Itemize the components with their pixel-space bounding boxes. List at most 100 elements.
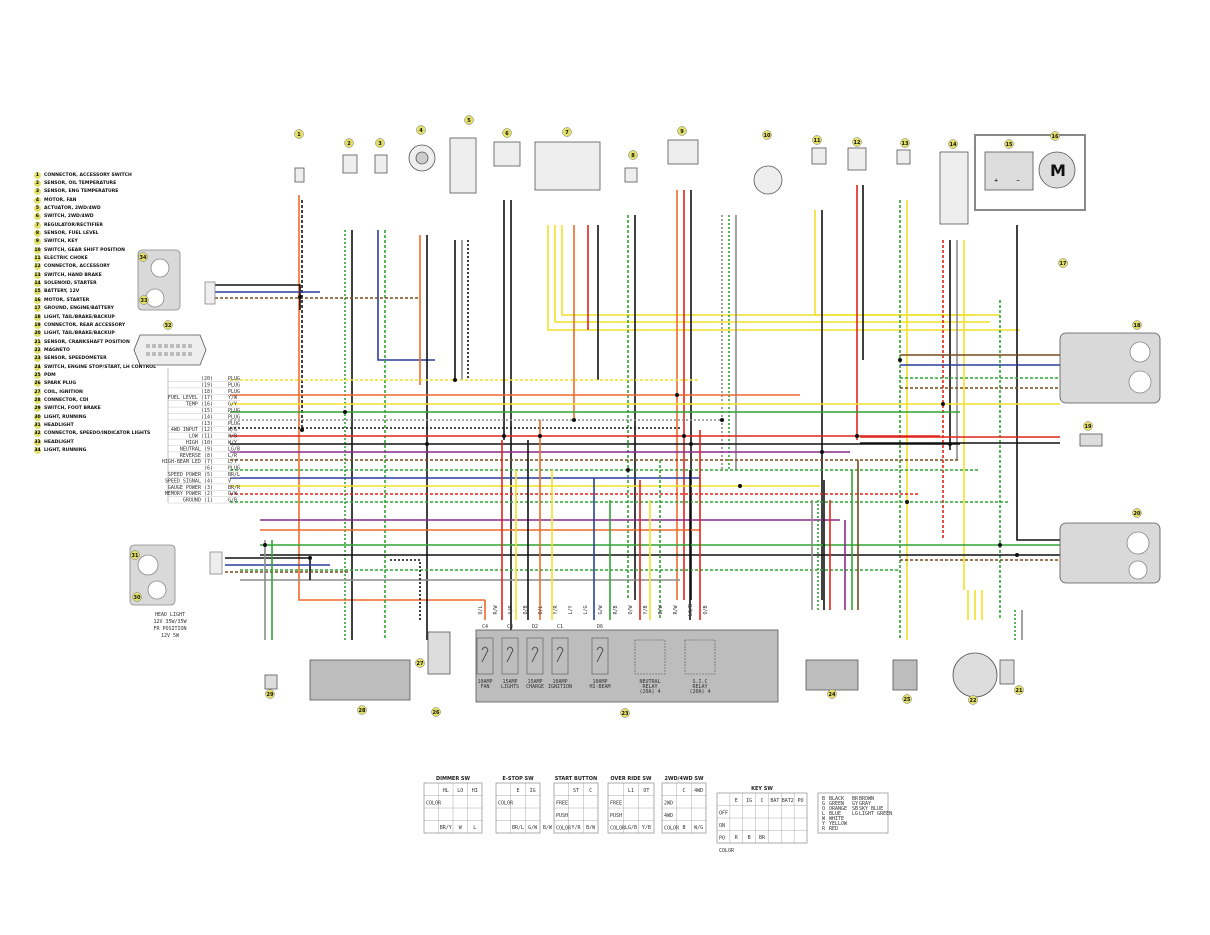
table-rowhead: FREE (610, 801, 622, 807)
foot-brake-sw (264, 674, 278, 690)
legend-number: 29 (34, 405, 41, 413)
fuse (476, 637, 494, 675)
color-name: BLUE (829, 811, 841, 817)
pdm-wire-code: G/W (598, 604, 604, 614)
table-head: ST (573, 788, 579, 794)
headlight-note-line: 12V 5W (161, 633, 180, 639)
fuse-label: 10AMP (592, 679, 607, 685)
legend-number: 15 (34, 288, 41, 296)
legend-label: COIL, IGNITION (44, 389, 83, 395)
callout-bubble (948, 139, 958, 149)
pin-color: PLUG (228, 421, 240, 427)
pin-color: PLUG (228, 376, 240, 382)
callout-bubble (1014, 685, 1024, 695)
fuse-symbol (481, 646, 489, 663)
fuse (551, 637, 569, 675)
callout-bubble (1083, 421, 1093, 431)
legend-number: 4 (34, 196, 41, 204)
callout-bubble (812, 135, 822, 145)
pin-name: FUEL LEVEL (17) (168, 395, 213, 401)
legend-label: CONNECTOR, ACCESSORY SWITCH (44, 172, 132, 178)
table-rowhead: PUSH (556, 813, 568, 819)
callout-number: 25 (904, 697, 911, 703)
battery-plus-icon: + (994, 178, 998, 184)
callout-number: 13 (902, 141, 909, 147)
table-cell: B/W (586, 825, 596, 831)
pin-color: V (228, 478, 231, 484)
callout-bubble (416, 125, 426, 135)
color-name: BROWN (859, 796, 874, 802)
fuse-label: 10AMP (552, 679, 567, 685)
callout-number: 26 (433, 710, 440, 716)
pin-color: PLUG (228, 408, 240, 414)
callout-bubble (415, 658, 425, 668)
callout-bubble (138, 252, 148, 262)
pin-name: HIGH (10) (186, 440, 213, 446)
table-rowhead: COLOR (664, 826, 680, 832)
legend-number: 32 (34, 430, 41, 438)
fuse-label: LIGHTS (501, 684, 519, 690)
color-name: RED (829, 826, 838, 832)
legend-number: 23 (34, 355, 41, 363)
pin-name: (15) (201, 408, 213, 414)
table-head: BAT (770, 798, 779, 804)
callout-bubble (375, 138, 385, 148)
legend-number: 3 (34, 188, 41, 196)
legend-number: 11 (34, 255, 41, 263)
wire-hl-bot-1 (225, 557, 311, 580)
relay-label: S.I.C (692, 679, 707, 685)
table-rowhead: ON (719, 823, 725, 829)
table-head: IG (530, 788, 536, 794)
wire-accessory-orange (298, 195, 485, 601)
fuse (526, 637, 544, 675)
wires (215, 185, 1060, 640)
table-head: E (735, 798, 738, 804)
callout-bubble (139, 295, 149, 305)
table-rowhead: COLOR (426, 801, 442, 807)
legend-number: 33 (34, 438, 41, 446)
relay-label: (20A) 4 (689, 689, 710, 695)
callout-number: 33 (141, 298, 148, 304)
fuse-code: D6 (597, 624, 603, 630)
table-head: BAT2 (782, 798, 794, 804)
pin-name: NEUTRAL (9) (180, 446, 213, 452)
actuator (449, 137, 477, 194)
callout-bubble (265, 689, 275, 699)
battery-cable-loop (974, 134, 1086, 211)
pdm-wire-code: LG/B (688, 604, 694, 616)
color-code: SB (852, 806, 858, 812)
legend-number: 21 (34, 338, 41, 346)
callout-bubble (294, 129, 304, 139)
pin-color: G/B (228, 498, 237, 504)
pin-name: TEMP (16) (186, 402, 213, 408)
legend-number: 24 (34, 363, 41, 371)
callout-bubble (464, 115, 474, 125)
gear-switch (753, 165, 783, 195)
callout-number: 3 (378, 141, 382, 147)
color-code: B (822, 796, 825, 802)
fuse-code: C1 (557, 624, 563, 630)
table-cell: R (735, 835, 739, 841)
legend-label: REGULATOR/RECTIFIER (44, 222, 103, 228)
legend-label: SWITCH, HAND BRAKE (44, 272, 102, 278)
starter-motor (1038, 151, 1076, 189)
table-rowhead: PUSH (610, 813, 622, 819)
table-head: LO (457, 788, 463, 794)
legend-label: LIGHT, RUNNING (44, 448, 87, 454)
callout-bubble (132, 592, 142, 602)
legend-number: 20 (34, 330, 41, 338)
relay-label: (20A) 4 (639, 689, 660, 695)
pin-name: SPEED POWER (5) (168, 472, 213, 478)
